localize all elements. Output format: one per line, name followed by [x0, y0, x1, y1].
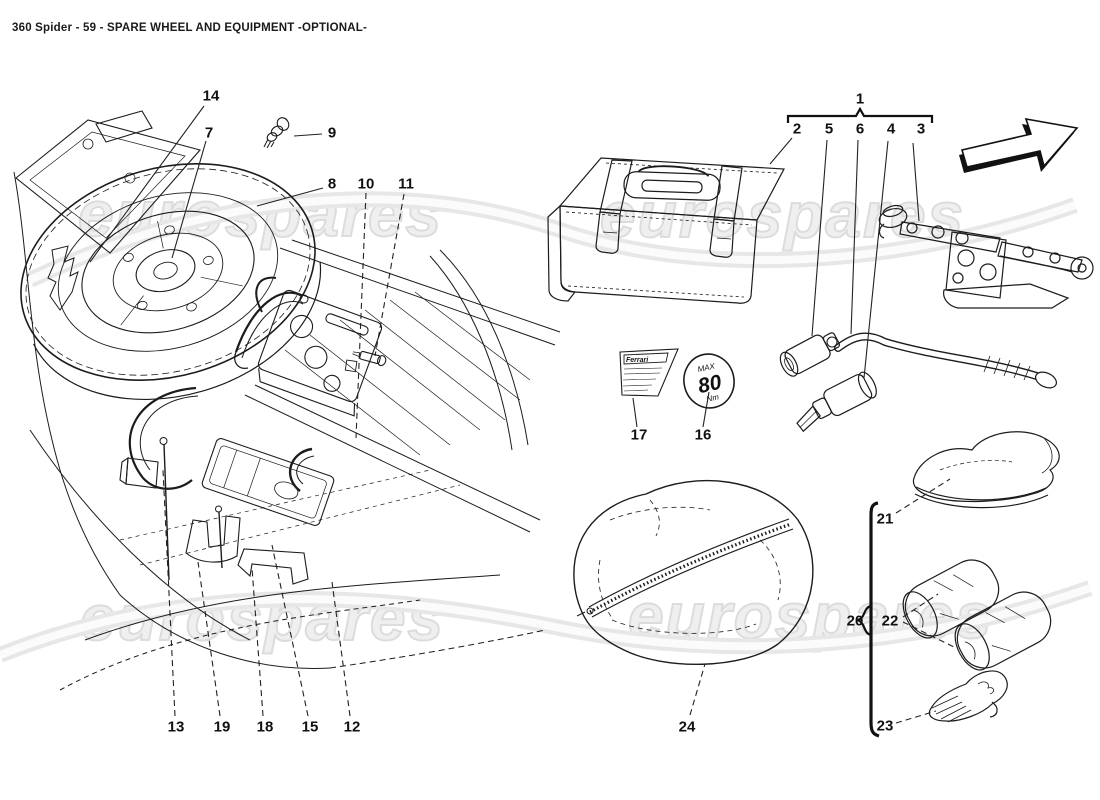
callout-20: 20 — [846, 612, 864, 630]
spare-wheel-drawing — [20, 163, 322, 400]
torque-unit-text: Nm — [706, 392, 720, 403]
wheel-straps-drawing — [47, 245, 309, 490]
group-bracket-20 — [855, 501, 880, 738]
torque-value-text: 80 — [696, 371, 724, 398]
callout-22: 22 — [881, 612, 899, 630]
callout-6: 6 — [855, 120, 865, 138]
wrench-drawing — [779, 332, 1057, 433]
foam-tray-drawing — [201, 438, 335, 526]
callout-21: 21 — [876, 510, 894, 528]
callout-13: 13 — [167, 718, 185, 736]
page-title: 360 Spider - 59 - SPARE WHEEL AND EQUIPM… — [12, 22, 367, 34]
callout-18: 18 — [256, 718, 274, 736]
rolls-drawing — [902, 559, 1052, 671]
callout-24: 24 — [678, 718, 696, 736]
callout-10: 10 — [357, 175, 375, 193]
wheel-bag-drawing — [573, 479, 814, 666]
mat-drawing — [912, 431, 1060, 509]
trunk-compartment-drawing — [13, 171, 561, 691]
callout-14: 14 — [202, 87, 220, 105]
callout-12: 12 — [343, 718, 361, 736]
tool-bag-drawing — [547, 157, 785, 304]
callout-4: 4 — [886, 120, 896, 138]
callout-7: 7 — [204, 124, 214, 142]
callout-9: 9 — [327, 124, 337, 142]
glove-drawing — [928, 670, 1008, 723]
torque-sticker-16: MAX 80 Nm — [683, 353, 735, 409]
callout-1: 1 — [855, 90, 865, 108]
callout-8: 8 — [327, 175, 337, 193]
sticker-17: Ferrari — [619, 348, 679, 397]
callout-15: 15 — [301, 718, 319, 736]
callout-19: 19 — [213, 718, 231, 736]
retainer-pins-drawing — [159, 437, 223, 581]
leader-lines — [89, 105, 957, 724]
watermark-text: eurospares — [599, 179, 966, 251]
callout-11: 11 — [398, 175, 414, 193]
callout-16: 16 — [694, 426, 712, 444]
watermark-swoosh — [0, 191, 1093, 663]
torque-max-text: MAX — [697, 361, 716, 374]
callout-23: 23 — [876, 717, 894, 735]
direction-arrow-icon — [959, 117, 1079, 173]
bracket-plate-drawing — [257, 289, 387, 417]
group-bracket-1 — [786, 106, 934, 123]
callout-2: 2 — [792, 120, 802, 138]
callout-3: 3 — [916, 120, 926, 138]
callout-5: 5 — [824, 120, 834, 138]
clamp-brackets-drawing — [185, 447, 315, 585]
callout-17: 17 — [630, 426, 648, 444]
trunk-lid-panel-drawing — [15, 110, 201, 254]
bolt-9-drawing — [263, 117, 290, 149]
sticker-17-brand-text: Ferrari — [626, 357, 649, 364]
